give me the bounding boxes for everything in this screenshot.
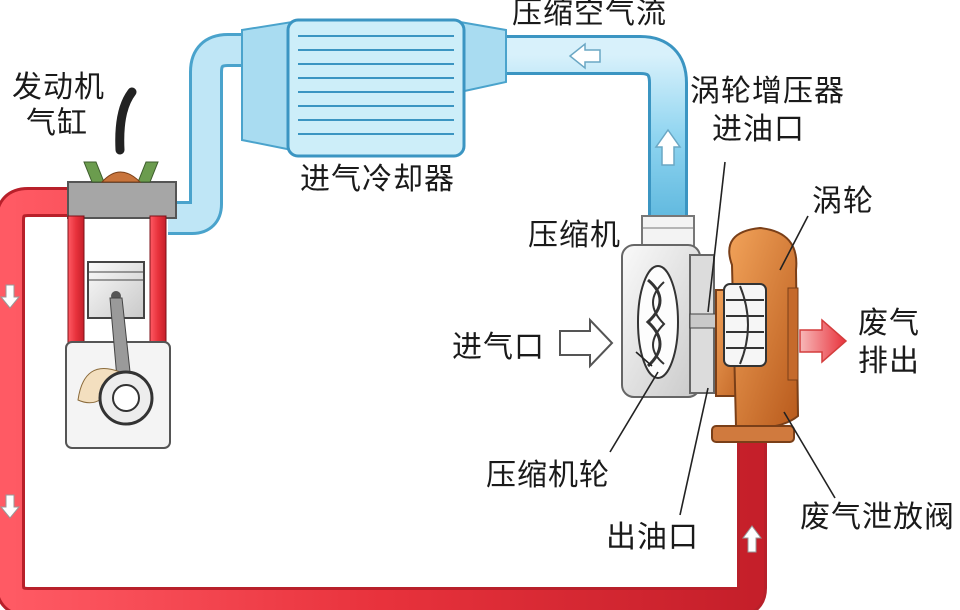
leader-compressor-wheel [609, 371, 659, 453]
compressed-air-arrow-left [568, 42, 601, 70]
label-compressor-wheel: 压缩机轮 [486, 458, 610, 493]
label-engine-cylinder-2: 气缸 [26, 106, 88, 141]
label-exhaust-out-2: 排出 [858, 344, 920, 379]
intercooler [241, 18, 507, 158]
label-intercooler: 进气冷却器 [300, 162, 455, 197]
turbine-wheel [723, 283, 767, 367]
label-wastegate: 废气泄放阀 [800, 500, 955, 535]
leader-oil-outlet [679, 387, 709, 516]
leader-oil-inlet [707, 161, 726, 313]
compressor-wheel [637, 265, 679, 379]
exhaust-flow-arrow-down-2 [0, 494, 21, 519]
label-compressor: 压缩机 [528, 218, 621, 253]
label-turbo-oil-inlet-1: 涡轮增压器 [690, 74, 845, 109]
label-turbo-oil-inlet-2: 进油口 [712, 112, 805, 147]
exhaust-out-arrow [799, 318, 848, 364]
leader-compressor [635, 351, 653, 367]
air-inlet-arrow [559, 317, 614, 369]
leader-turbine [779, 215, 809, 271]
label-engine-cylinder-1: 发动机 [12, 70, 105, 105]
label-compressed-air-flow: 压缩空气流 [512, 0, 667, 31]
label-turbine: 涡轮 [812, 184, 874, 219]
exhaust-flow-arrow-down-1 [0, 284, 21, 309]
label-exhaust-out-1: 废气 [858, 306, 920, 341]
label-air-inlet: 进气口 [452, 330, 545, 365]
engine-cylinder [65, 87, 177, 449]
leader-lines [609, 161, 836, 516]
exhaust-flow-arrow-up [742, 525, 762, 553]
label-oil-outlet: 出油口 [606, 520, 699, 555]
compressed-air-arrow-up [654, 128, 682, 166]
leader-wastegate [783, 411, 836, 499]
